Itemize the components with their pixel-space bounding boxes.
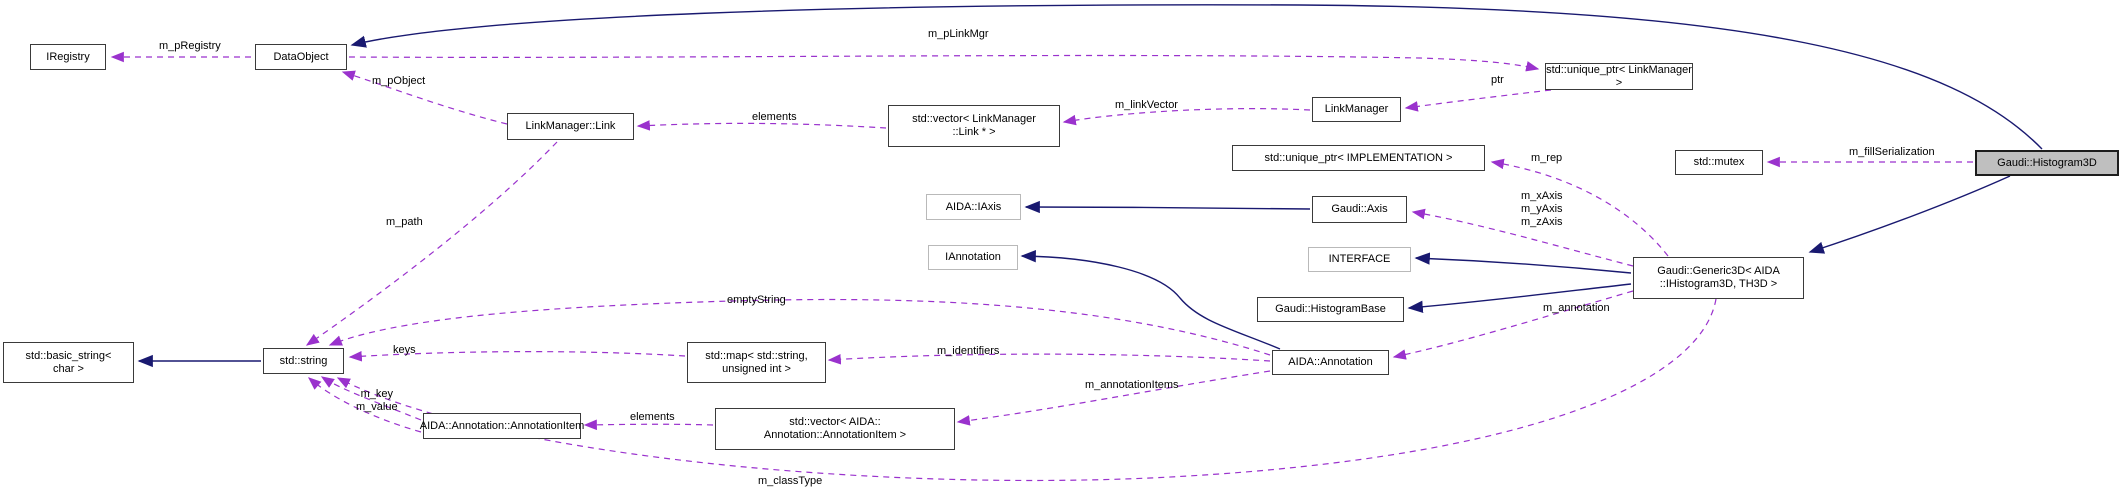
node-aida-annotation[interactable]: AIDA::Annotation <box>1272 350 1389 375</box>
edge-m-path <box>305 141 558 346</box>
edge-label-ptr: ptr <box>1491 74 1504 86</box>
edge-elements-links <box>636 120 887 131</box>
node-std-basic-string[interactable]: std::basic_string< char > <box>3 342 134 383</box>
node-interface[interactable]: INTERFACE <box>1308 247 1411 272</box>
edge-label-m-pregistry: m_pRegistry <box>159 40 221 52</box>
node-dataobject[interactable]: DataObject <box>255 44 347 70</box>
edge-label-elements-items: elements <box>630 411 675 423</box>
edge-m-key <box>320 376 422 421</box>
edge-label-m-rep: m_rep <box>1531 152 1563 164</box>
edge-emptystring <box>328 298 1271 356</box>
node-linkmanager-link[interactable]: LinkManager::Link <box>507 113 634 140</box>
edge-label-m-pobject: m_pObject <box>372 75 426 87</box>
node-gaudi-histogram3d[interactable]: Gaudi::Histogram3D <box>1975 150 2119 176</box>
node-iannotation[interactable]: IAnnotation <box>928 245 1018 270</box>
edge-label-m-path: m_path <box>386 216 423 228</box>
edge-label-m-identifiers: m_identifiers <box>937 345 1000 357</box>
edge-gaudiaxis-aidaiaxis <box>1024 200 1311 214</box>
node-unique-ptr-implementation[interactable]: std::unique_ptr< IMPLEMENTATION > <box>1232 145 1485 171</box>
edge-m-classtype <box>336 298 1717 482</box>
edge-label-m-plinkmgr: m_pLinkMgr <box>928 28 989 40</box>
edge-label-elements-links: elements <box>752 111 797 123</box>
node-std-string[interactable]: std::string <box>263 348 344 374</box>
node-gaudi-axis[interactable]: Gaudi::Axis <box>1312 196 1407 223</box>
edge-label-m-linkvector: m_linkVector <box>1115 99 1178 111</box>
edge-label-m-fillserialization: m_fillSerialization <box>1849 146 1935 158</box>
edge-label-emptystring: emptyString <box>727 294 786 306</box>
edge-label-m-annotationitems: m_annotationItems <box>1085 379 1179 391</box>
edge-m-plinkmgr <box>348 54 1540 72</box>
edge-label-keys: keys <box>393 344 416 356</box>
edge-label-m-annotation: m_annotation <box>1543 302 1610 314</box>
edge-m-linkvector <box>1062 108 1311 126</box>
node-gaudi-generic3d[interactable]: Gaudi::Generic3D< AIDA ::IHistogram3D, T… <box>1633 257 1804 299</box>
node-std-mutex[interactable]: std::mutex <box>1675 150 1763 175</box>
edge-label-m-classtype: m_classType <box>758 475 823 487</box>
edge-label-axes: m_xAxis m_yAxis m_zAxis <box>1521 190 1563 228</box>
edge-m-rep <box>1490 158 1669 257</box>
edge-histogram3d-dataobject <box>350 4 2043 150</box>
edge-elements-items <box>583 419 714 431</box>
edge-label-key-value: m_key m_value <box>356 388 398 413</box>
edge-m-annotation <box>1392 290 1634 360</box>
node-unique-ptr-linkmanager[interactable]: std::unique_ptr< LinkManager > <box>1545 63 1693 90</box>
edge-ptr <box>1404 89 1552 112</box>
edge-generic3d-histogrambase <box>1407 283 1632 313</box>
edge-keys <box>348 350 686 362</box>
edge-m-annotationitems <box>956 370 1271 426</box>
node-linkmanager[interactable]: LinkManager <box>1312 97 1401 122</box>
edge-m-axes <box>1411 208 1634 267</box>
edge-generic3d-interface <box>1414 252 1632 274</box>
node-vector-linkmanager-link[interactable]: std::vector< LinkManager ::Link * > <box>888 105 1060 147</box>
edge-annotation-iannotation <box>1020 250 1281 350</box>
node-aida-iaxis[interactable]: AIDA::IAxis <box>926 194 1021 220</box>
node-gaudi-histogrambase[interactable]: Gaudi::HistogramBase <box>1257 297 1404 322</box>
node-vector-annotationitem[interactable]: std::vector< AIDA:: Annotation::Annotati… <box>715 408 955 450</box>
node-std-map-string-uint[interactable]: std::map< std::string, unsigned int > <box>687 342 826 383</box>
edge-m-value <box>308 377 422 433</box>
node-annotationitem[interactable]: AIDA::Annotation::AnnotationItem <box>420 413 584 439</box>
edge-histogram3d-generic3d <box>1808 175 2011 254</box>
edge-m-pobject <box>341 70 508 125</box>
edge-m-identifiers <box>827 353 1271 365</box>
node-iregistry[interactable]: IRegistry <box>30 44 106 70</box>
